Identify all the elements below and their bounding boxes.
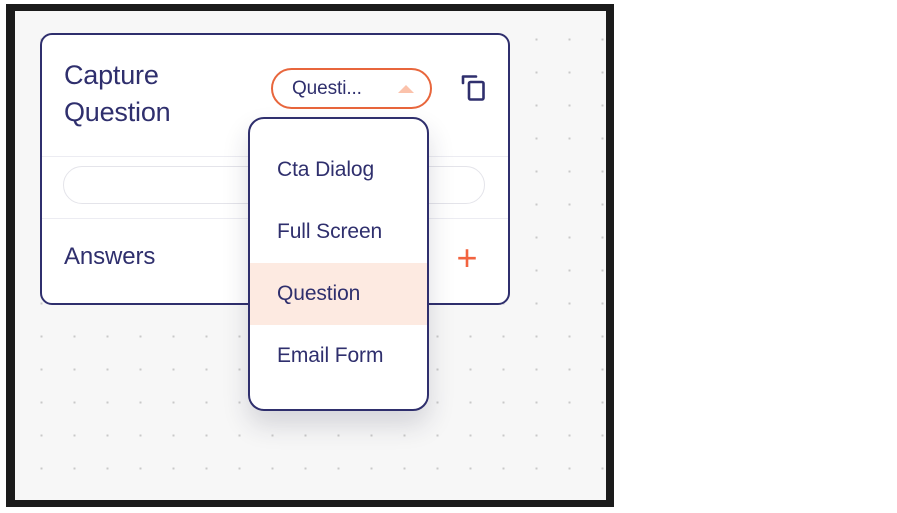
dropdown-item-email-form[interactable]: Email Form — [277, 344, 384, 367]
add-answer-button[interactable]: + — [445, 236, 489, 280]
dropdown-item-full-screen[interactable]: Full Screen — [277, 220, 383, 243]
dropdown-item-cta-dialog[interactable]: Cta Dialog — [277, 158, 375, 181]
canvas-frame: Capture Question Questi... — [6, 4, 614, 507]
capture-type-select-value: Questi... — [292, 77, 362, 99]
design-canvas[interactable]: Capture Question Questi... — [15, 11, 606, 500]
answers-label: Answers — [64, 243, 156, 270]
capture-type-select[interactable]: Questi... — [271, 68, 432, 109]
page-title: Capture Question — [64, 60, 171, 127]
caret-up-icon — [398, 84, 414, 93]
capture-type-dropdown: Cta Dialog Full Screen Question Email Fo… — [248, 117, 429, 411]
answers-row: Answers + — [42, 219, 508, 302]
copy-icon[interactable] — [453, 67, 495, 109]
dropdown-item-question[interactable]: Question — [250, 263, 427, 325]
